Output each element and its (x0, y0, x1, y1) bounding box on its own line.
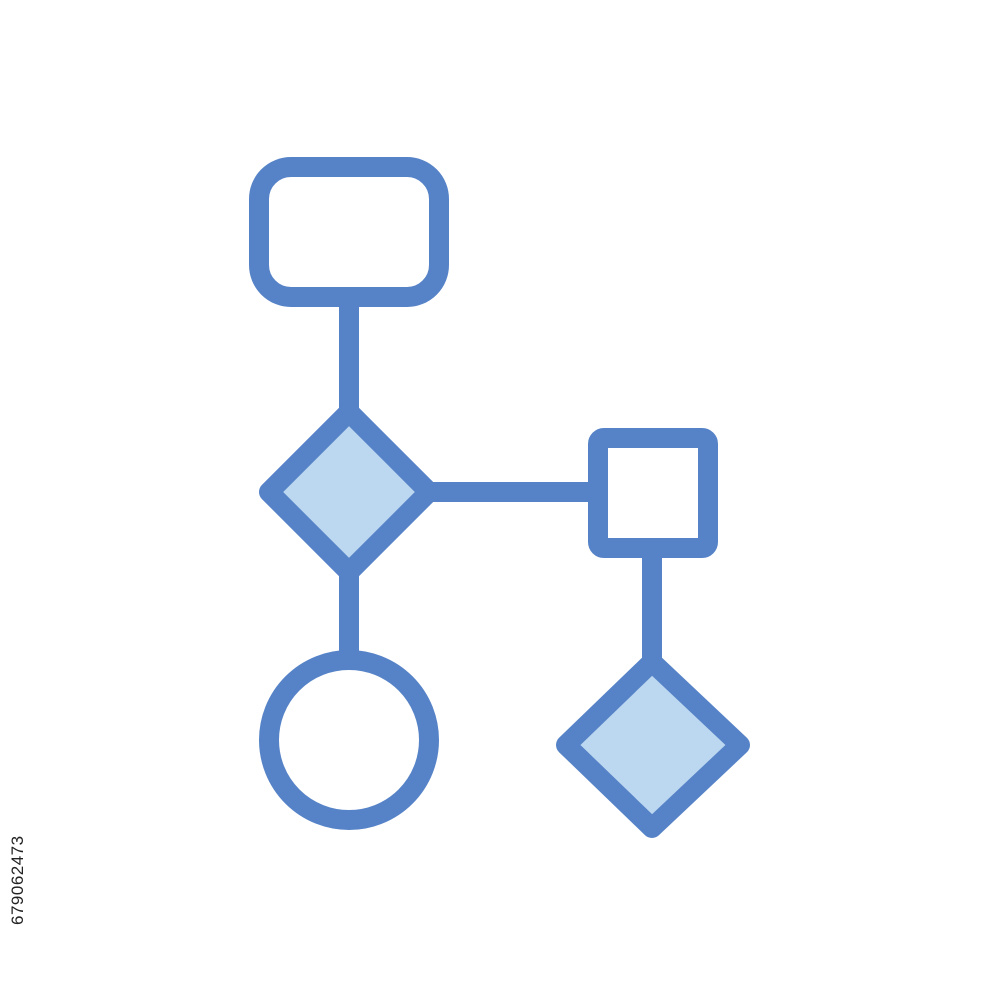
connectors (339, 298, 662, 662)
terminal-node-circle (259, 650, 439, 830)
decision-node-diamond (259, 402, 439, 582)
start-node-rounded-rectangle (249, 157, 449, 307)
decision-node-diamond-2 (556, 652, 750, 838)
process-node-square (588, 428, 718, 558)
stock-id-watermark: 679062473 (8, 835, 27, 925)
